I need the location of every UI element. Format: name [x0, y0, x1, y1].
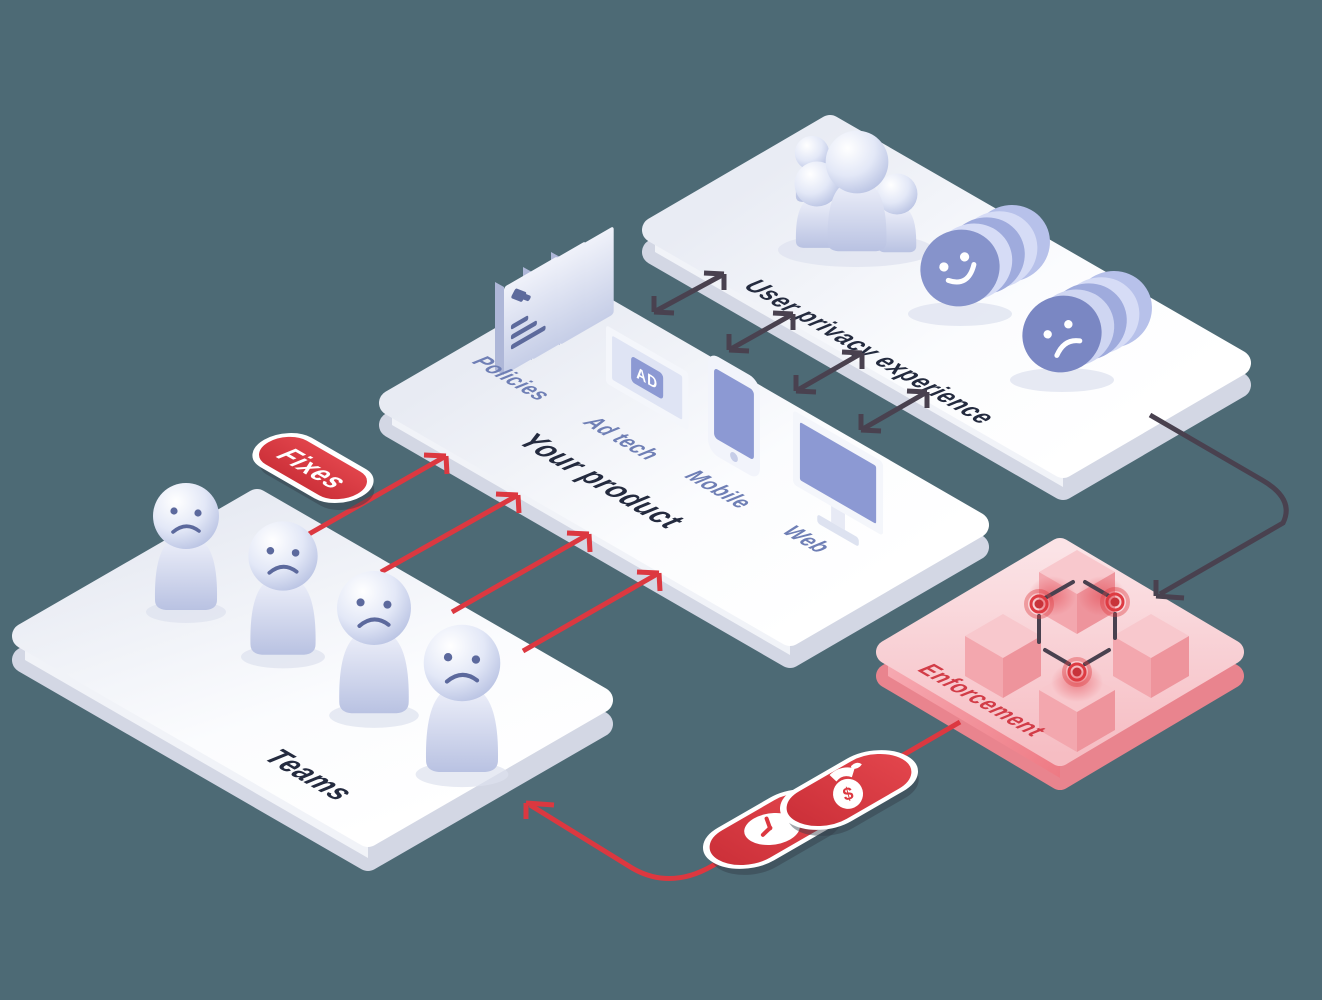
fixes-arrows [307, 452, 663, 654]
happy-database-icon [908, 205, 1050, 326]
cube [965, 614, 1041, 698]
product-privacy-double-arrows [651, 270, 930, 434]
fix-arrow [450, 530, 593, 615]
policies-documents-icon [495, 227, 614, 375]
ad-screen-icon: AD [606, 326, 689, 430]
web-monitor-icon [793, 411, 884, 546]
your-product-platform: AD Policies Ad tech Mobile Web Your prod… [379, 227, 989, 668]
mobile-phone-icon [708, 355, 760, 477]
double-arrow [726, 310, 796, 354]
violation-marker-icon [1024, 580, 1075, 644]
violation-marker-icon [1083, 580, 1130, 640]
crowd-icon [778, 130, 934, 267]
enforcement-cubes-icon [965, 550, 1189, 752]
fix-arrow [307, 452, 450, 537]
sad-database-icon [1010, 271, 1152, 392]
double-arrow [858, 388, 930, 434]
enforcement-platform-top [876, 538, 1244, 766]
enforcement-platform: Enforcement [876, 538, 1244, 790]
clock-icon [760, 816, 773, 837]
money-bag-icon: $ [829, 762, 864, 809]
violation-marker-icon [1043, 648, 1111, 687]
fine-penalty-badge: $ [780, 750, 918, 830]
privacy-to-enforcement-arrow [1148, 412, 1289, 601]
cube [1113, 614, 1189, 698]
fix-arrow [521, 569, 663, 654]
violation-markers [1024, 580, 1130, 687]
double-arrow [651, 270, 727, 316]
double-arrow [793, 349, 865, 395]
gavel-icon [510, 288, 546, 350]
dollar-symbol: $ [841, 783, 856, 805]
enforcement-to-teams-path [523, 719, 962, 881]
fix-arrow [379, 491, 522, 575]
